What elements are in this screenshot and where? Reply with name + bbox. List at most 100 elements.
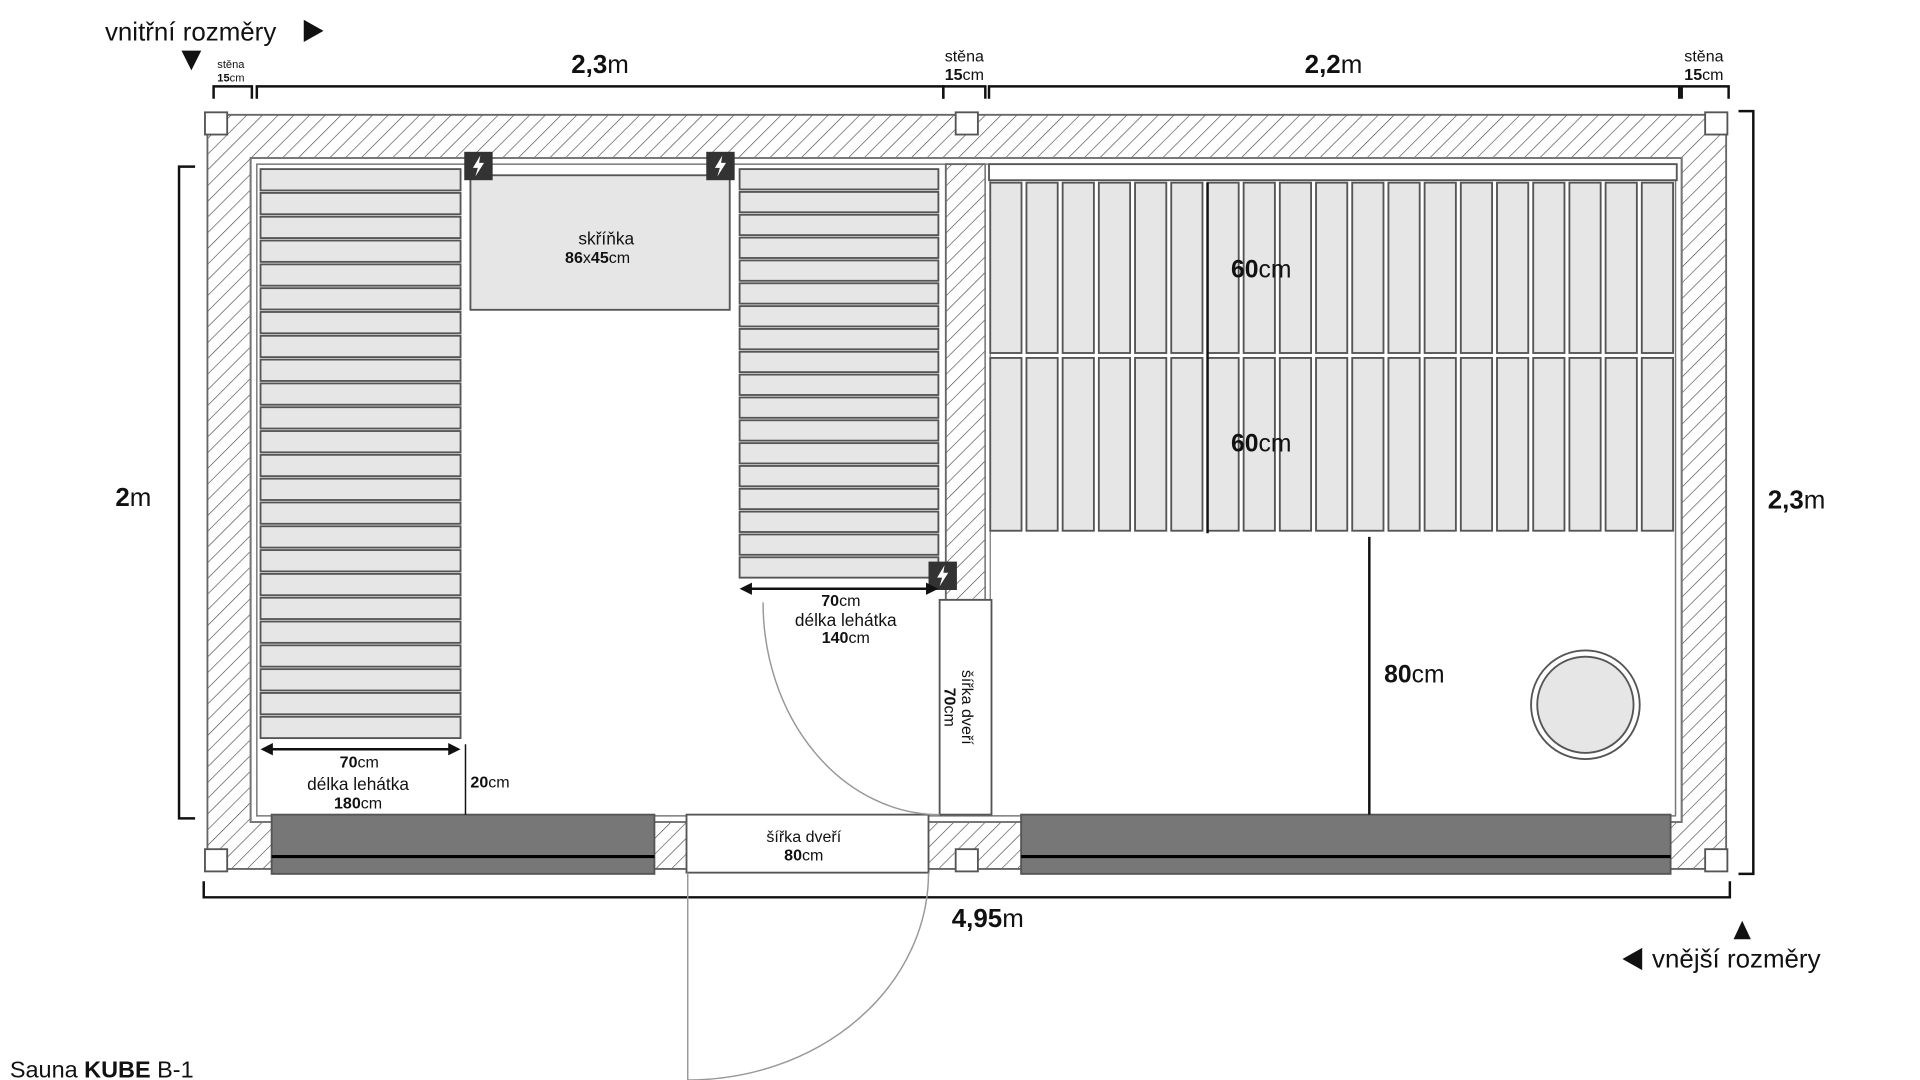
bench-slat <box>259 572 462 597</box>
bench-depth-top: 60 <box>1231 257 1258 284</box>
window-left <box>270 813 656 875</box>
wall-value: 15 <box>1684 66 1702 84</box>
main-door-label: šířka dveří <box>766 828 841 846</box>
bench-slat <box>1351 181 1385 354</box>
bench-slat <box>259 715 462 740</box>
bench-slat <box>1170 181 1204 354</box>
bench-slat <box>738 487 940 511</box>
post <box>954 848 979 873</box>
bench-depth-bottom: 60 <box>1231 431 1258 458</box>
unit: cm <box>1412 662 1445 689</box>
unit: cm <box>848 629 869 647</box>
bench-slat <box>259 620 462 644</box>
svg-text:60cm: 60cm <box>1231 257 1291 284</box>
unit: cm <box>358 754 379 772</box>
bench-middle <box>738 168 940 579</box>
main-door-width: 80 <box>784 846 802 864</box>
inner-height: 2 <box>115 484 129 512</box>
bench-slat <box>1315 357 1349 532</box>
times: x <box>583 249 591 267</box>
wall-label: stěna <box>217 59 245 71</box>
svg-text:2,2m: 2,2m <box>1305 51 1363 79</box>
partition-wall <box>944 163 987 601</box>
bench-slat <box>1278 357 1313 532</box>
bench-slat <box>259 668 462 692</box>
bench-slat <box>738 419 940 442</box>
bench-slat <box>738 510 940 533</box>
bench-slat <box>738 305 940 328</box>
outer-dimensions-legend: vnější rozměry <box>1622 920 1821 974</box>
bench-slat <box>1351 357 1385 532</box>
bench-slat <box>738 442 940 465</box>
cabinet-width: 86 <box>565 249 583 267</box>
bench-slat <box>1423 181 1457 354</box>
unit: cm <box>1258 431 1291 458</box>
top-dimensions: stěna 15cm stěna 15cm stěna 15cm 2,3m 2,… <box>212 48 1730 99</box>
bench-slat <box>738 328 940 351</box>
bench-right-upper <box>988 163 1678 532</box>
bench-slat <box>259 549 462 573</box>
bench-slat <box>259 168 462 192</box>
svg-text:70cm: 70cm <box>941 688 959 727</box>
bench-slat <box>1532 357 1566 532</box>
bench-middle-dimensions: 70cm délka lehátka 140cm <box>739 582 939 647</box>
power-outlet-icon <box>928 561 957 590</box>
bench-slat <box>259 311 462 335</box>
bench-left <box>259 168 462 740</box>
unit: cm <box>941 705 959 726</box>
unit: cm <box>1258 257 1291 284</box>
bench-slat <box>1568 181 1602 354</box>
wall-label: stěna <box>945 48 984 66</box>
bench-slat <box>1387 181 1421 354</box>
svg-text:86x45cm: 86x45cm <box>565 249 630 267</box>
bench-slat <box>1423 357 1457 532</box>
bench-slat <box>738 191 940 214</box>
corner-posts <box>204 111 1729 873</box>
bench-slat <box>738 259 940 282</box>
outer-dimensions-label: vnější rozměry <box>1652 946 1821 974</box>
svg-text:15cm: 15cm <box>945 66 984 84</box>
inner-dimensions-legend: vnitřní rozměry <box>105 19 324 71</box>
unit: cm <box>1702 66 1723 84</box>
bench-slat <box>259 334 462 359</box>
inner-height-dimension <box>177 165 196 820</box>
inner-dimensions-label: vnitřní rozměry <box>105 19 276 47</box>
bench-slat <box>259 501 462 525</box>
cabinet: skříňka 86x45cm <box>469 174 731 311</box>
post <box>1704 111 1729 136</box>
bench-slat <box>259 477 462 501</box>
wall-value: 15 <box>945 66 963 84</box>
bench-slat <box>259 692 462 716</box>
wall-label: stěna <box>1684 48 1723 66</box>
top-right-width: 2,2 <box>1305 51 1341 79</box>
arrow-up-icon <box>1733 920 1751 940</box>
title-model: B-1 <box>151 1057 194 1080</box>
arrow-right-icon <box>303 19 324 42</box>
bench-slat <box>259 263 462 287</box>
svg-text:80cm: 80cm <box>1384 662 1444 689</box>
bench-slat <box>1604 181 1638 354</box>
bench-slat <box>738 282 940 305</box>
unit: cm <box>230 72 245 84</box>
bench-slat <box>1496 181 1530 354</box>
power-outlet-icon <box>706 151 735 181</box>
power-outlet-icon <box>464 151 493 181</box>
inner-door: šířka dveří 70cm <box>762 598 993 816</box>
unit: m <box>1804 487 1826 515</box>
cabinet-depth: 45 <box>591 249 609 267</box>
svg-text:180cm: 180cm <box>334 794 382 812</box>
bench-slat <box>1496 357 1530 532</box>
bench-slat <box>738 373 940 396</box>
svg-text:15cm: 15cm <box>217 72 244 84</box>
inner-door-label: šířka dveří <box>958 670 976 745</box>
bench-slat <box>259 430 462 454</box>
bench-slat <box>1025 181 1059 354</box>
svg-text:60cm: 60cm <box>1231 431 1291 458</box>
arrow-left-icon <box>1622 947 1643 971</box>
bench-slat <box>738 350 940 374</box>
bench-width: 70 <box>340 754 358 772</box>
bench-slat <box>1315 181 1349 354</box>
bench-length-label: délka lehátka <box>795 610 897 630</box>
door-swing <box>687 872 930 1080</box>
inner-door-width: 70 <box>941 688 959 706</box>
